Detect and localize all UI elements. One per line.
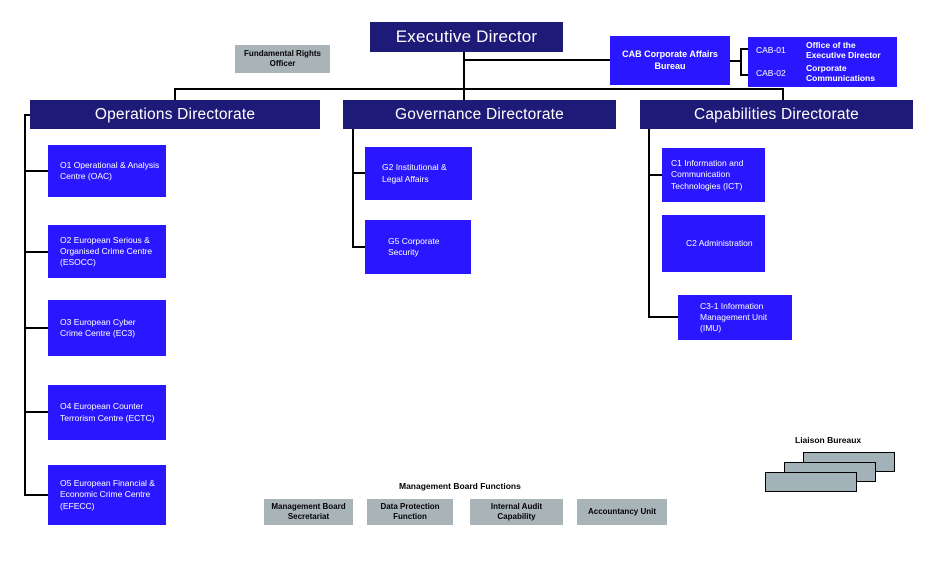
- org-node-o4: O4 European Counter Terrorism Centre (EC…: [48, 385, 166, 440]
- capabilities-directorate-label: Capabilities Directorate: [693, 105, 860, 123]
- cab-02-label: Corporate Communications: [806, 62, 875, 83]
- operations-directorate-label: Operations Directorate: [94, 105, 256, 123]
- org-node-c1: C1 Information and Communication Technol…: [662, 148, 765, 202]
- org-node-g2-label: G2 Institutional & Legal Affairs: [382, 162, 447, 184]
- org-node-o2-label: O2 European Serious & Organised Crime Ce…: [60, 234, 153, 268]
- org-node-c2-label: C2 Administration: [686, 237, 753, 248]
- org-node-o4-label: O4 European Counter Terrorism Centre (EC…: [60, 401, 155, 423]
- org-node-g5-label: G5 Corporate Security: [388, 235, 440, 257]
- connector-c31-elbow: [648, 316, 678, 318]
- connector-capabilities-trunk: [648, 129, 650, 318]
- board-node-accountancy-label: Accountancy Unit: [587, 507, 656, 516]
- board-node-internal-audit-label: Internal Audit Capability: [490, 502, 543, 521]
- connector-cab-bracket-vertical: [740, 48, 742, 76]
- operations-directorate-header: Operations Directorate: [30, 100, 320, 129]
- board-node-data-protection: Data Protection Function: [367, 499, 453, 525]
- governance-directorate-label: Governance Directorate: [395, 105, 564, 123]
- connector-o2-tick: [24, 251, 48, 253]
- cab-01-code: CAB-01: [756, 44, 786, 55]
- org-node-o1-label: O1 Operational & Analysis Centre (OAC): [60, 159, 160, 181]
- board-node-data-protection-label: Data Protection Function: [380, 502, 440, 521]
- connector-operations-trunk: [24, 114, 26, 496]
- cab-02-code: CAB-02: [756, 67, 786, 78]
- connector-o4-tick: [24, 411, 48, 413]
- connector-g5-tick: [352, 246, 365, 248]
- org-node-c3-1: C3-1 Information Management Unit (IMU): [678, 295, 792, 340]
- management-board-functions-title-text: Management Board Functions: [399, 481, 521, 491]
- org-node-c2: C2 Administration: [662, 215, 765, 272]
- org-node-o5: O5 European Financial & Economic Crime C…: [48, 465, 166, 525]
- connector-governance-trunk: [352, 129, 354, 248]
- org-node-o3-label: O3 European Cyber Crime Centre (EC3): [60, 316, 136, 338]
- org-node-c3-1-label: C3-1 Information Management Unit (IMU): [700, 300, 768, 334]
- liaison-box-front: [765, 472, 857, 492]
- management-board-functions-title: Management Board Functions: [399, 481, 521, 491]
- org-node-o3: O3 European Cyber Crime Centre (EC3): [48, 300, 166, 356]
- connector-o5-tick: [24, 494, 48, 496]
- cab-units-box: CAB-01 Office of the Executive Director …: [748, 37, 897, 87]
- connector-cab-to-bracket: [730, 60, 742, 62]
- cab-01-label: Office of the Executive Director: [806, 39, 881, 60]
- cab-bureau-box: CAB Corporate Affairs Bureau: [610, 36, 730, 85]
- connector-o3-tick: [24, 327, 48, 329]
- cab-bureau-label: CAB Corporate Affairs Bureau: [622, 48, 718, 71]
- connector-capabilities-drop: [782, 88, 784, 100]
- connector-c1-tick: [648, 174, 662, 176]
- org-node-o1: O1 Operational & Analysis Centre (OAC): [48, 145, 166, 197]
- connector-operations-drop: [174, 88, 176, 100]
- board-node-accountancy: Accountancy Unit: [577, 499, 667, 525]
- executive-director-box: Executive Director: [370, 22, 563, 52]
- connector-o1-tick: [24, 170, 48, 172]
- board-node-secretariat-label: Management Board Secretariat: [271, 502, 346, 521]
- executive-director-label: Executive Director: [395, 27, 538, 46]
- connector-cab02-stub: [740, 74, 748, 76]
- capabilities-directorate-header: Capabilities Directorate: [640, 100, 913, 129]
- fundamental-rights-officer-label: Fundamental Rights Officer: [244, 49, 321, 68]
- connector-g2-tick: [352, 172, 365, 174]
- connector-exec-vertical: [463, 52, 465, 100]
- board-node-internal-audit: Internal Audit Capability: [470, 499, 563, 525]
- liaison-bureaux-title-text: Liaison Bureaux: [795, 435, 862, 445]
- org-node-g5: G5 Corporate Security: [365, 220, 471, 274]
- liaison-bureaux-title: Liaison Bureaux: [795, 435, 861, 445]
- governance-directorate-header: Governance Directorate: [343, 100, 616, 129]
- org-node-g2: G2 Institutional & Legal Affairs: [365, 147, 472, 200]
- connector-cab01-stub: [740, 48, 748, 50]
- org-node-c1-label: C1 Information and Communication Technol…: [671, 158, 744, 191]
- connector-main-horizontal: [174, 88, 784, 90]
- org-node-o5-label: O5 European Financial & Economic Crime C…: [60, 478, 155, 511]
- connector-operations-trunk-stub: [24, 114, 32, 116]
- fundamental-rights-officer-box: Fundamental Rights Officer: [235, 45, 330, 73]
- connector-cab-branch: [464, 59, 610, 61]
- board-node-secretariat: Management Board Secretariat: [264, 499, 353, 525]
- org-node-o2: O2 European Serious & Organised Crime Ce…: [48, 225, 166, 278]
